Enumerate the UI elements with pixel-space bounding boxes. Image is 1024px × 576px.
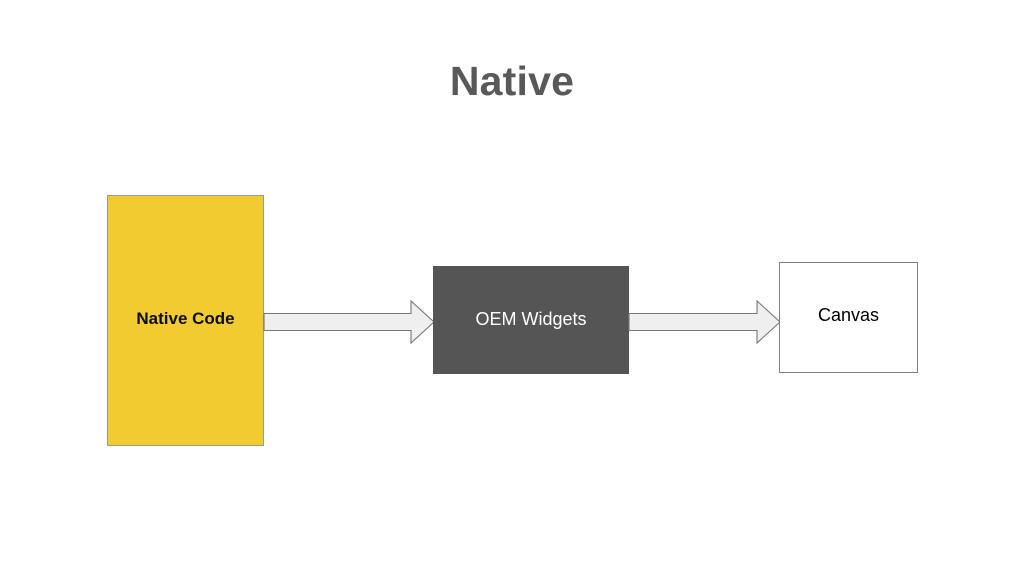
arrow-native-code-to-oem-widgets-icon (263, 299, 435, 345)
page-title: Native (449, 58, 575, 104)
diagram-node-oem-widgets[interactable]: OEM Widgets (433, 266, 629, 374)
diagram-node-label: Native Code (136, 308, 235, 328)
arrow-oem-widgets-to-canvas-icon (628, 299, 781, 345)
diagram-node-label: Canvas (817, 305, 880, 325)
diagram-node-canvas[interactable]: Canvas (779, 262, 918, 373)
diagram-node-native-code[interactable]: Native Code (107, 195, 264, 446)
diagram-node-label: OEM Widgets (475, 308, 587, 329)
